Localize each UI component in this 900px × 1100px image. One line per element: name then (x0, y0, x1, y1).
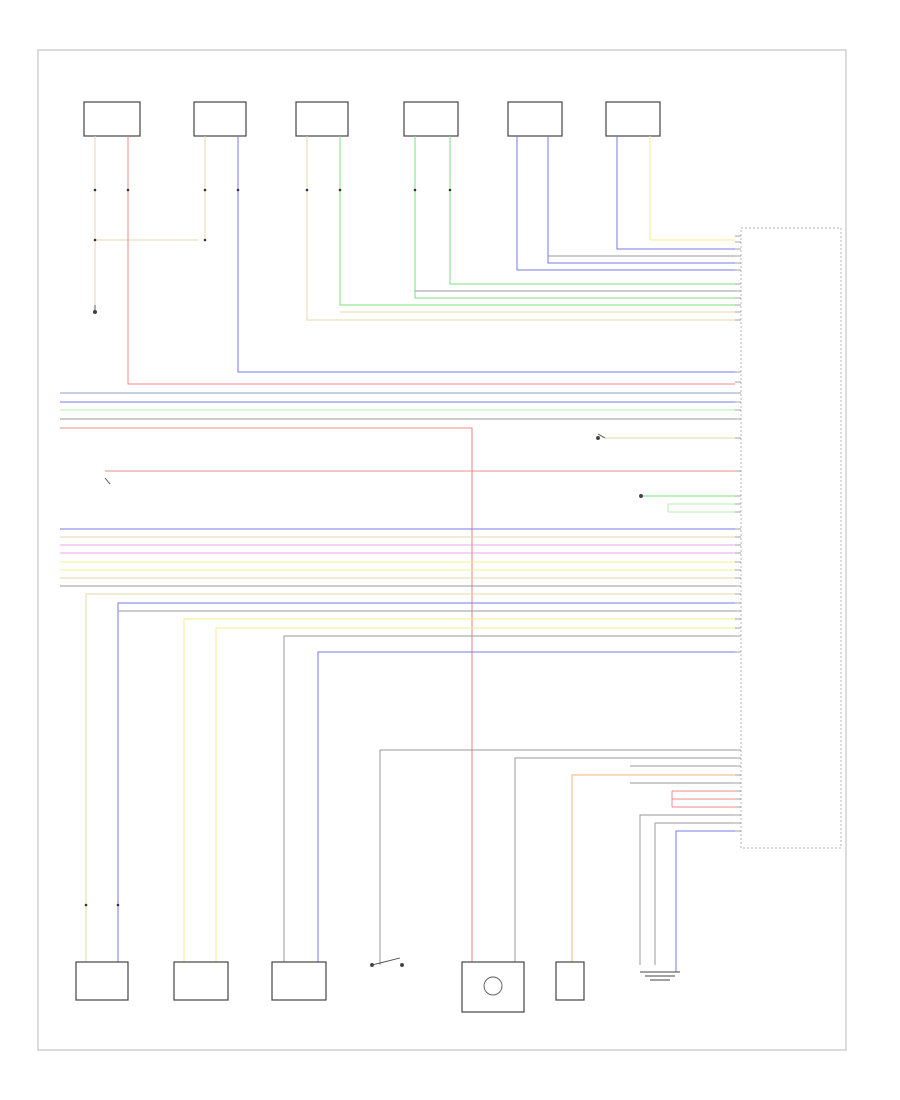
component-6 (605, 101, 661, 137)
component-4 (403, 101, 459, 137)
bottom-component-2 (173, 961, 229, 1001)
component-2 (193, 101, 247, 137)
top-wires (94, 136, 735, 385)
splice-points (84, 188, 452, 907)
component-3 (295, 101, 349, 137)
left-bus-wires (60, 392, 735, 970)
bottom-component-1 (75, 961, 129, 1001)
bottom-component-4 (461, 961, 525, 1013)
bottom-wires (85, 593, 735, 972)
mid-right-wires (605, 437, 735, 513)
top-components (83, 101, 661, 137)
component-1 (83, 101, 141, 137)
bottom-component-5 (555, 961, 585, 1001)
diagram-border (37, 49, 847, 1051)
control-module-outline (740, 227, 842, 849)
switch-symbols (92, 305, 680, 981)
bottom-component-3 (271, 961, 327, 1001)
bottom-components (75, 961, 585, 1013)
component-5 (507, 101, 563, 137)
module-pins (735, 235, 741, 832)
